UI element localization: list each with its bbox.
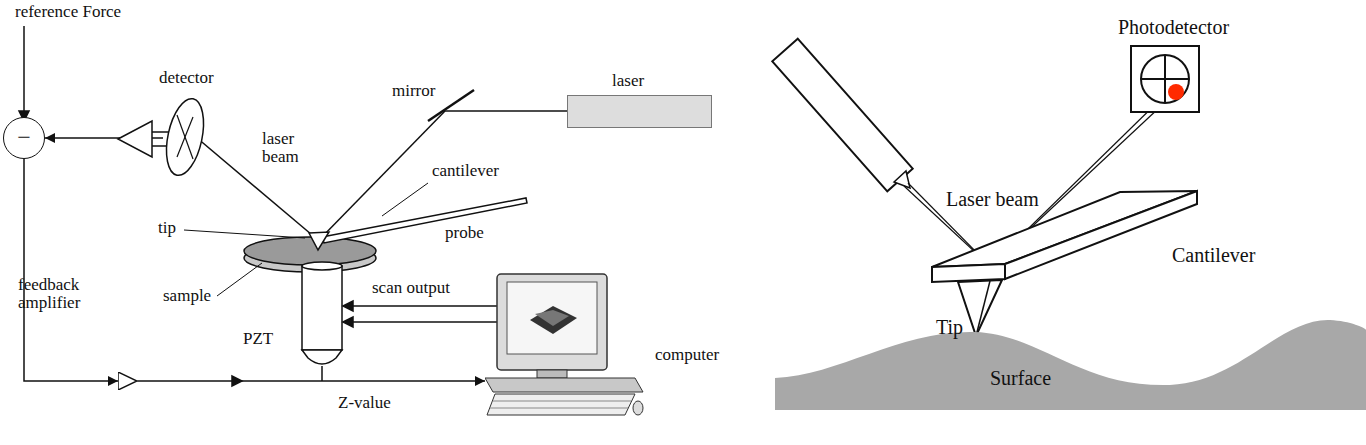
signal-wire	[137, 380, 485, 382]
signal-label: Z-value	[338, 394, 391, 412]
screen	[507, 282, 597, 354]
part-label: Cantilever	[1172, 245, 1255, 266]
probe-tip-edge	[976, 281, 990, 336]
arrowhead	[343, 301, 353, 311]
z-wire	[321, 366, 323, 381]
node-label: laser	[612, 72, 644, 90]
monitor	[497, 274, 607, 370]
part-label: sample	[163, 287, 211, 305]
node-shape	[775, 316, 1366, 410]
amplifier-symbol	[118, 372, 137, 390]
cantilever-front	[932, 264, 1005, 282]
part-label: Tip	[936, 317, 963, 338]
photodetector: Photodetector	[1130, 45, 1200, 113]
probe-tip	[958, 280, 1002, 336]
quadrant-line	[1141, 78, 1189, 80]
cantilever	[322, 198, 527, 243]
beam-label: Laser beam	[946, 189, 1039, 210]
detector-mark	[177, 117, 193, 157]
computer-base	[485, 378, 643, 392]
detector-mark	[177, 115, 193, 159]
part-label: mirror	[392, 82, 435, 100]
laser-beam-line	[445, 110, 567, 112]
node-shape	[1132, 47, 1198, 111]
screen-image	[530, 306, 577, 334]
monitor-stand	[537, 370, 567, 378]
leader-line	[217, 263, 262, 296]
keyboard-keys	[493, 401, 631, 402]
node-label: feedback amplifier	[18, 276, 100, 312]
node-shape	[163, 95, 207, 179]
keyboard	[487, 394, 635, 415]
signal-label: reference Force	[15, 3, 121, 21]
part-label: probe	[445, 224, 484, 242]
reference-wire	[23, 26, 25, 113]
screen-image	[535, 310, 569, 326]
part-label: cantilever	[432, 162, 499, 180]
node-label: Surface	[990, 368, 1051, 389]
sample-surface: Surface	[775, 316, 1366, 410]
laser-emitter	[772, 39, 912, 192]
keyboard-keys	[490, 408, 628, 409]
surface-profile	[775, 320, 1366, 410]
beam-label: laser beam	[262, 130, 308, 166]
detector-lens	[163, 95, 207, 178]
pzt-scanner	[302, 266, 342, 350]
summing-junction: −	[3, 117, 45, 159]
signal-wire	[24, 159, 118, 381]
node-label: detector	[159, 69, 214, 87]
laser-nozzle	[894, 171, 910, 188]
pzt-lens	[302, 350, 342, 364]
laser-spot	[1168, 84, 1184, 100]
signal-wire	[150, 131, 170, 133]
leader-line	[382, 183, 428, 216]
node-label: −	[4, 118, 44, 157]
part-label: tip	[158, 219, 176, 237]
node-shape	[118, 372, 137, 390]
node-shape	[485, 270, 645, 418]
laser-box: laser	[567, 95, 712, 128]
feedback-amplifier: feedback amplifier	[118, 372, 137, 390]
preamp-symbol	[118, 121, 152, 157]
detector-symbol: detector	[163, 95, 207, 179]
computer: computer	[485, 270, 645, 418]
signal-label: scan output	[372, 279, 450, 297]
part-label: PZT	[243, 330, 273, 348]
mouse	[633, 401, 643, 415]
scan-wire	[350, 321, 497, 323]
probe-tip	[309, 232, 329, 250]
scan-wire	[350, 305, 497, 307]
leader-line	[184, 230, 305, 238]
sensor-ring	[1141, 55, 1189, 103]
sample-disk	[244, 237, 376, 265]
node-label: computer	[655, 346, 719, 364]
node-label: Photodetector	[1118, 17, 1229, 38]
arrowhead	[343, 317, 353, 327]
pzt-top	[302, 262, 342, 270]
